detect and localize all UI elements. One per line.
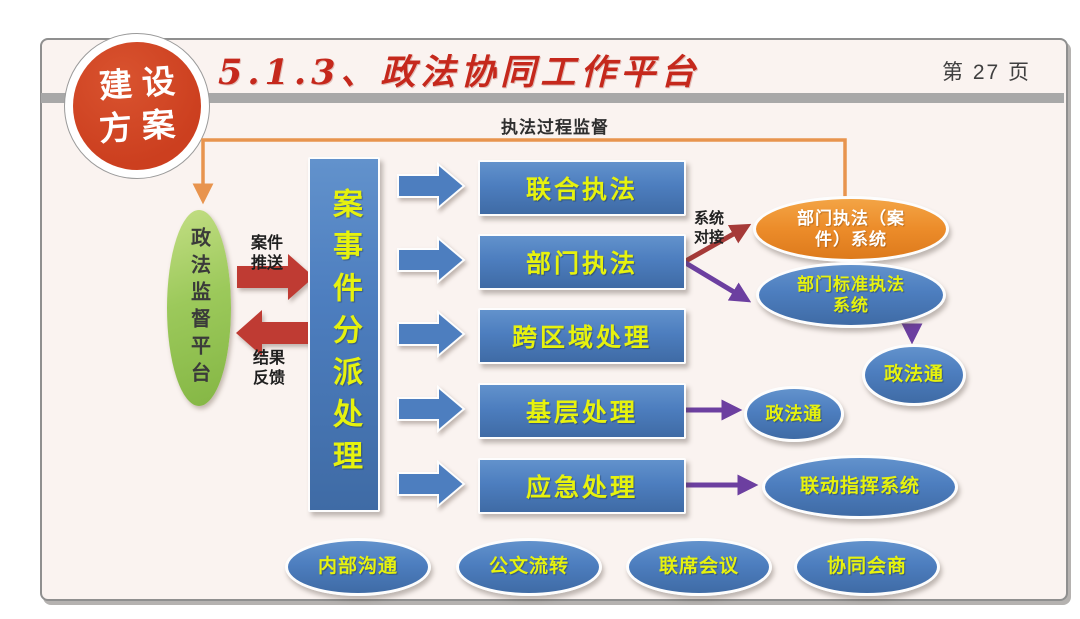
badge-line2: 方案 xyxy=(97,103,187,149)
plan-badge-circle: 建设 方案 xyxy=(73,42,201,170)
page-title: 5.1.3、政法协同工作平台 xyxy=(218,52,701,93)
standard-enforcement-system-node: 部门标准执法 系统 xyxy=(756,262,946,328)
process-box-joint-enforcement: 联合执法 xyxy=(478,160,686,216)
bottom-node-joint-meeting: 联席会议 xyxy=(626,538,772,596)
process-box-emergency: 应急处理 xyxy=(478,458,686,514)
bottom-node-internal-comm: 内部沟通 xyxy=(285,538,431,596)
supervision-process-label: 执法过程监督 xyxy=(501,118,609,137)
result-feedback-label: 结果 反馈 xyxy=(253,350,286,387)
case-push-label: 案件 推送 xyxy=(251,235,284,272)
command-system-node: 联动指挥系统 xyxy=(762,455,958,519)
badge-line1: 建设 xyxy=(97,60,187,106)
header-divider-bar xyxy=(41,93,1064,103)
bottom-node-collab-consult: 协同会商 xyxy=(794,538,940,596)
zhengfatong-node-mid: 政法通 xyxy=(744,386,844,442)
case-dispatch-label: 案事件分派处理 xyxy=(328,187,361,482)
dept-case-system-node: 部门执法（案 件）系统 xyxy=(753,196,949,262)
zhengfatong-node-upper: 政法通 xyxy=(862,344,966,406)
supervision-platform-node: 政法监督平台 xyxy=(167,210,231,406)
plan-badge: 建设 方案 xyxy=(64,33,210,179)
process-box-grassroots: 基层处理 xyxy=(478,383,686,439)
process-box-cross-region: 跨区域处理 xyxy=(478,308,686,364)
supervision-platform-label: 政法监督平台 xyxy=(187,227,210,389)
process-box-dept-enforcement: 部门执法 xyxy=(478,234,686,290)
bottom-node-doc-flow: 公文流转 xyxy=(456,538,602,596)
system-connect-label: 系统 对接 xyxy=(694,210,725,246)
case-dispatch-column: 案事件分派处理 xyxy=(308,157,380,512)
page-number: 第 27 页 xyxy=(942,61,1032,84)
